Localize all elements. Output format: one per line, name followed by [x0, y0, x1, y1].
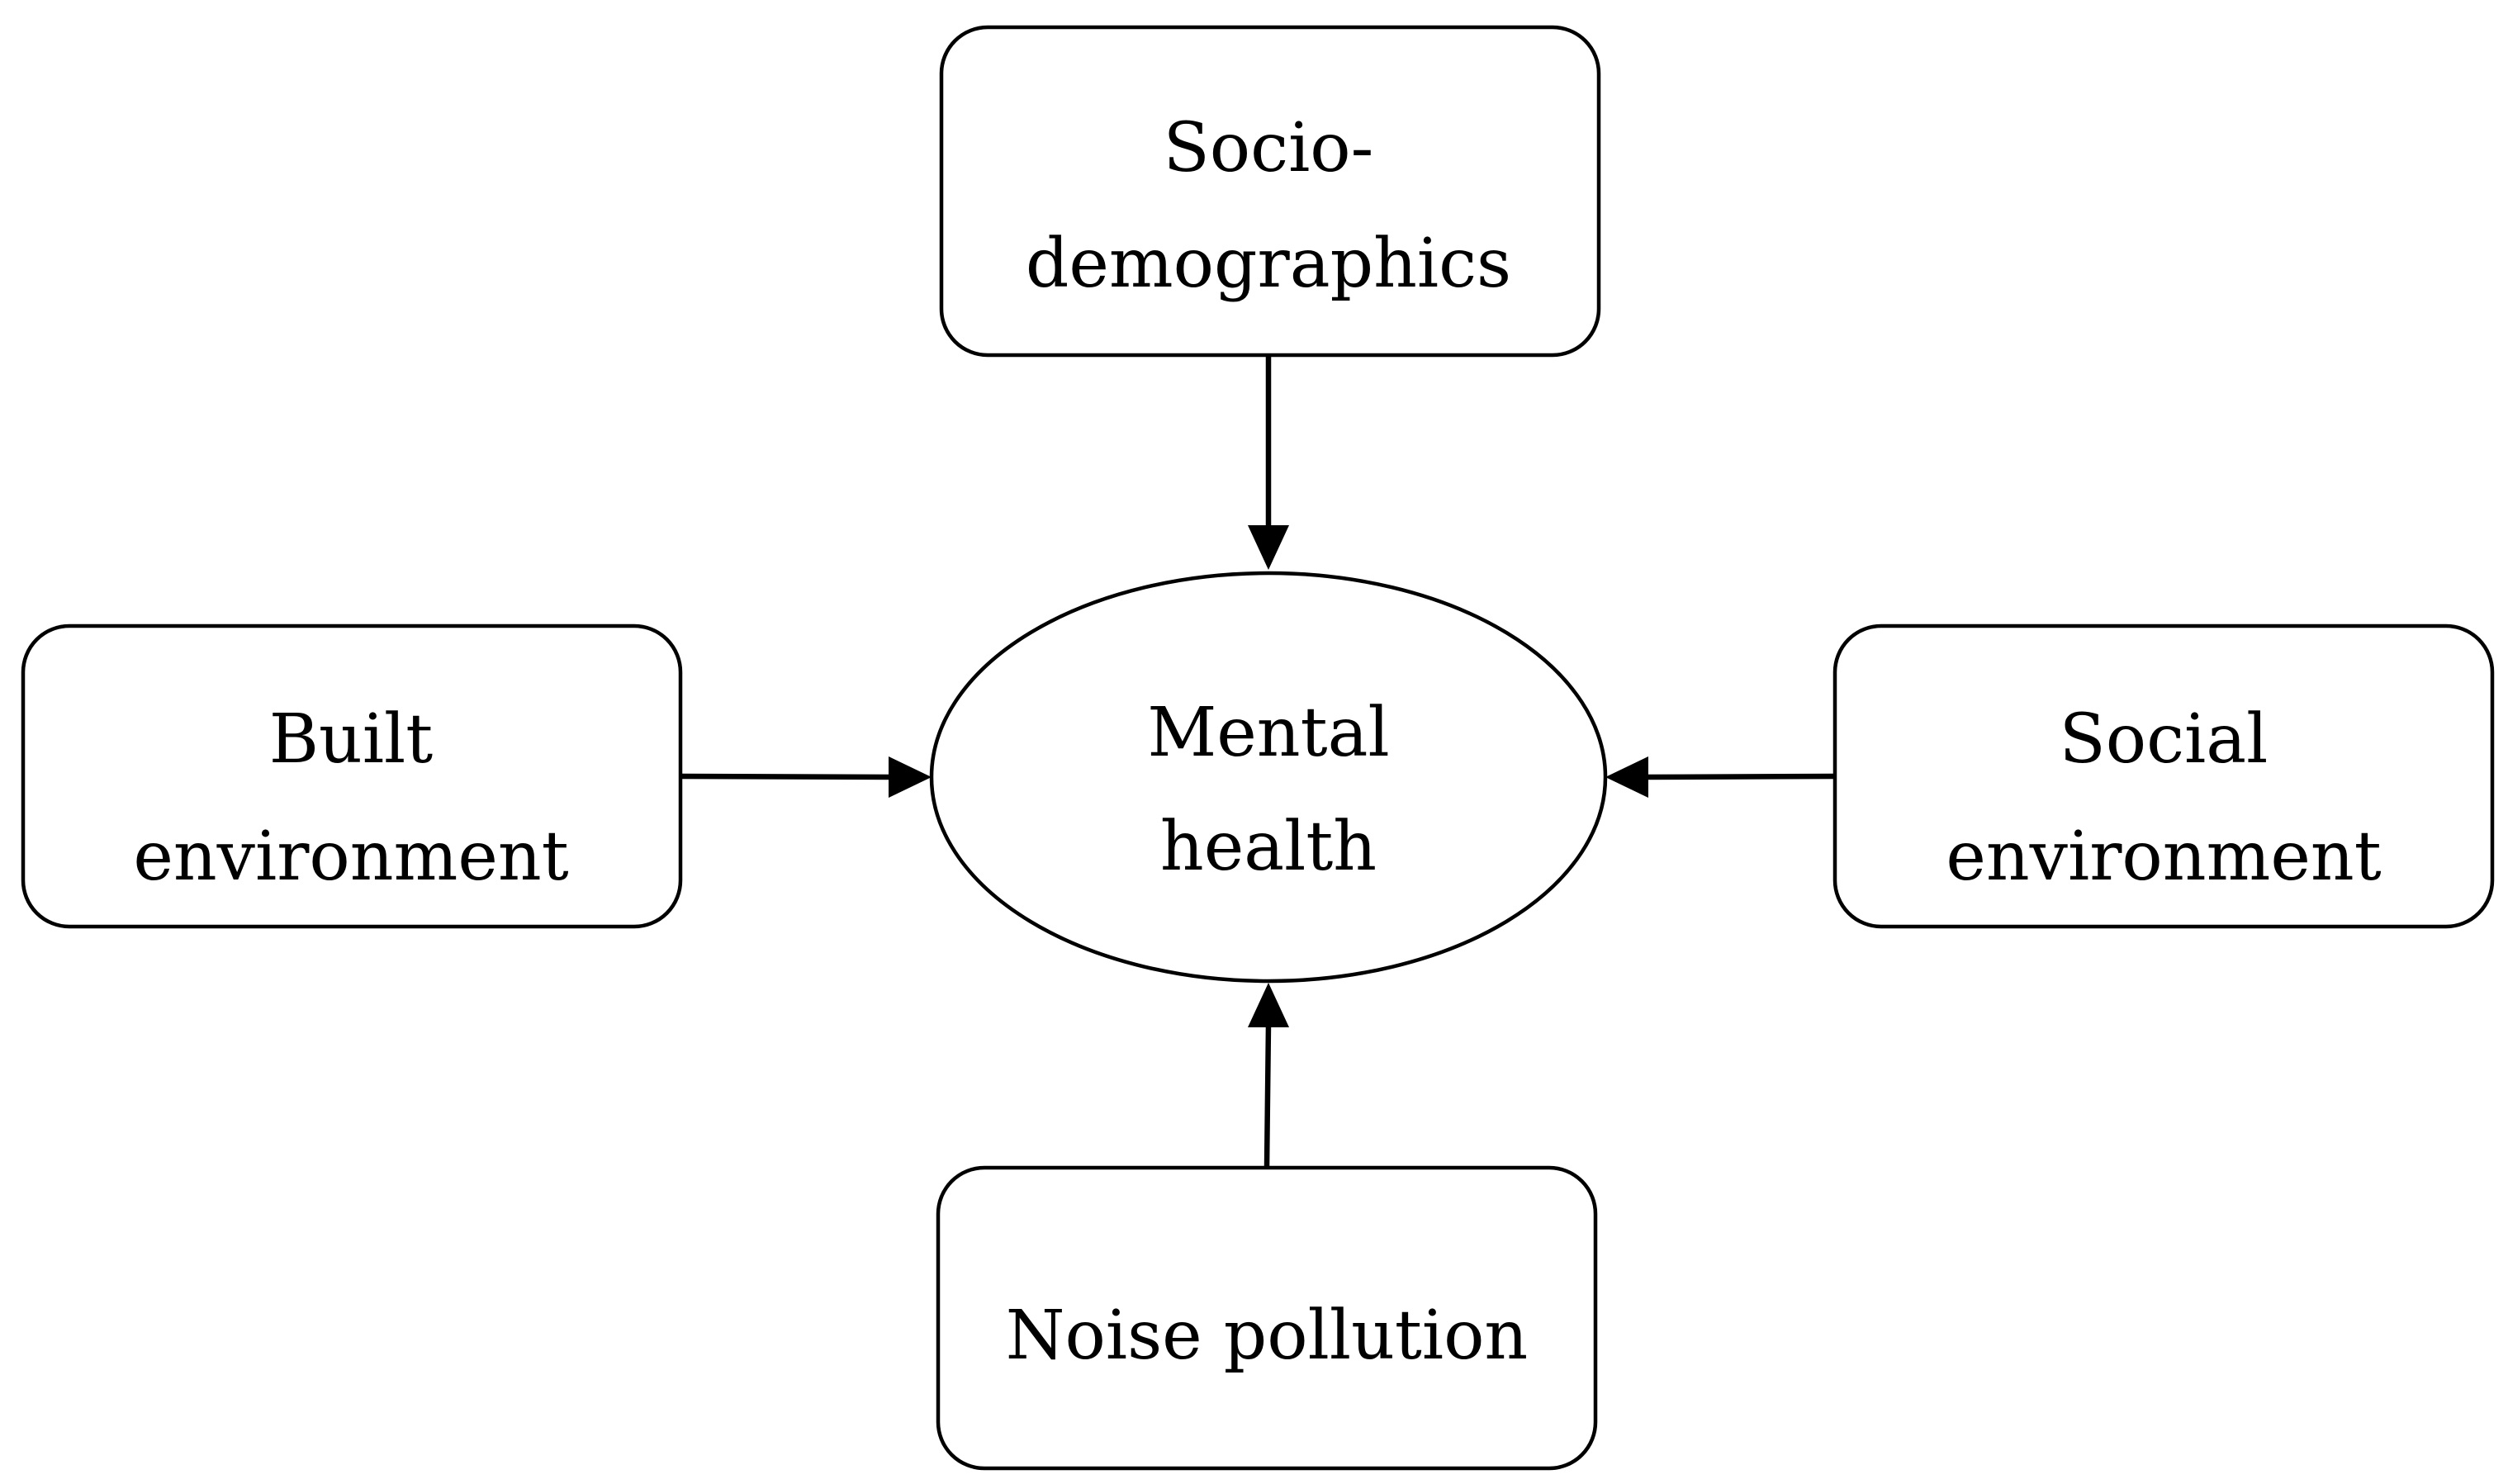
edge-built-environment-to-mental-health — [680, 756, 932, 798]
arrowhead — [1248, 983, 1289, 1027]
node-mental-health: Mental health — [929, 571, 1608, 984]
node-noise-pollution: Noise pollution — [936, 1165, 1598, 1471]
node-built-environment-line1: Built — [269, 700, 434, 779]
node-built-environment: Built environment — [21, 623, 683, 929]
node-built-environment-line2: environment — [133, 818, 568, 896]
node-socio-demographics-line2: demographics — [1026, 225, 1511, 303]
arrowhead — [1248, 525, 1289, 570]
edge-noise-pollution-to-mental-health — [1248, 983, 1289, 1169]
node-mental-health-line1: Mental — [1147, 694, 1389, 772]
node-social-environment-line2: environment — [1946, 818, 2381, 896]
node-social-environment-line1: Social — [2060, 700, 2269, 779]
node-noise-pollution-line1: Noise pollution — [1006, 1297, 1529, 1375]
node-social-environment: Social environment — [1832, 623, 2495, 929]
arrowhead — [889, 756, 932, 798]
edge-social-environment-to-mental-health — [1605, 756, 1836, 798]
node-socio-demographics: Socio- demographics — [939, 25, 1601, 358]
node-mental-health-line2: health — [1160, 808, 1377, 886]
node-socio-demographics-line1: Socio- — [1164, 109, 1374, 187]
edge-socio-demographics-to-mental-health — [1248, 355, 1289, 570]
arrowhead — [1605, 756, 1648, 798]
